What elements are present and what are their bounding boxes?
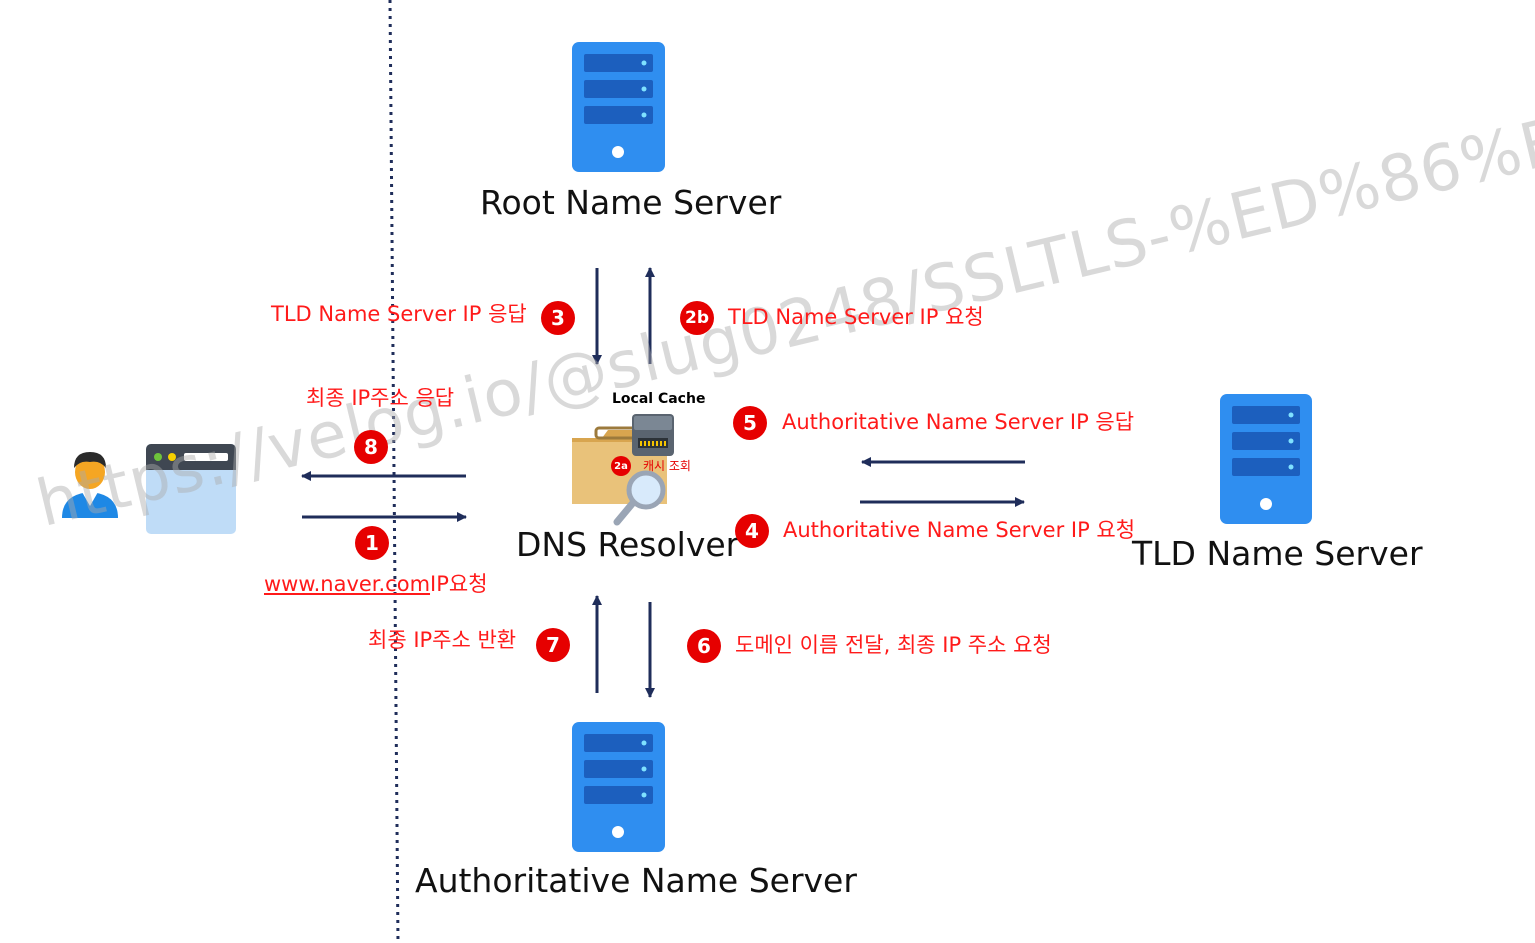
server-icon xyxy=(572,42,665,172)
boundary-dotted-line xyxy=(388,0,400,943)
cache-server-icon xyxy=(632,414,674,456)
dns-resolver-title: DNS Resolver xyxy=(516,525,740,564)
magnifier-icon xyxy=(613,470,666,526)
step-6-label: 도메인 이름 전달, 최종 IP 주소 요청 xyxy=(735,633,1052,657)
step-8-label: 최종 IP주소 응답 xyxy=(306,386,455,410)
naver-link[interactable]: www.naver.com xyxy=(264,572,431,596)
step-7-label: 최종 IP주소 반환 xyxy=(368,628,517,652)
step-5-label: Authoritative Name Server IP 응답 xyxy=(782,410,1135,434)
step-1-text: IP요청 xyxy=(430,572,488,596)
step-1-label: www.naver.comIP요청 xyxy=(264,574,488,595)
step-2b-badge: 2b xyxy=(680,301,714,335)
step-7-badge: 7 xyxy=(536,628,570,662)
cache-lookup-label: 캐시 조회 xyxy=(643,459,691,473)
step-2b-label: TLD Name Server IP 요청 xyxy=(728,305,984,329)
server-icon xyxy=(572,722,665,852)
local-cache-label: Local Cache xyxy=(612,391,706,407)
step-6-badge: 6 xyxy=(687,629,721,663)
step-3-badge: 3 xyxy=(541,301,575,335)
tld-name-server-title: TLD Name Server xyxy=(1132,534,1423,573)
step-4-badge: 4 xyxy=(735,514,769,548)
user-icon xyxy=(62,452,118,518)
root-name-server-title: Root Name Server xyxy=(480,183,782,222)
browser-icon xyxy=(146,444,236,534)
authoritative-name-server-title: Authoritative Name Server xyxy=(415,861,857,900)
server-icon xyxy=(1220,394,1312,524)
step-5-badge: 5 xyxy=(733,406,767,440)
step-8-badge: 8 xyxy=(354,430,388,464)
step-1-badge: 1 xyxy=(355,526,389,560)
step-4-label: Authoritative Name Server IP 요청 xyxy=(783,518,1136,542)
step-2a-badge: 2a xyxy=(611,456,631,476)
step-3-label: TLD Name Server IP 응답 xyxy=(271,302,527,326)
